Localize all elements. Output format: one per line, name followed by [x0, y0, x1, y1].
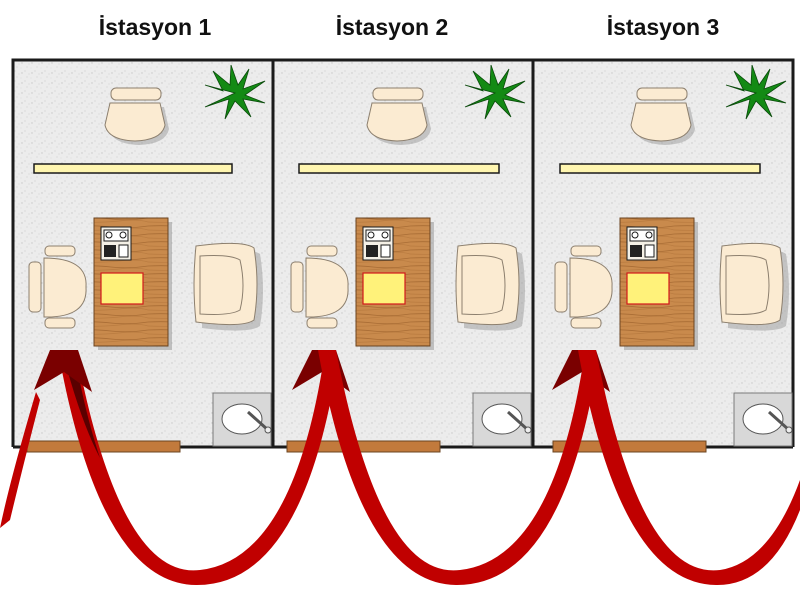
- door-station-2: [286, 440, 441, 453]
- flow-arrows: [0, 350, 800, 586]
- potted-plant-icon: [464, 64, 526, 120]
- office-chair-icon: [28, 245, 87, 329]
- station-3-title: İstasyon 3: [607, 14, 720, 40]
- potted-plant-icon: [204, 64, 266, 120]
- arrowhead-station-1: [34, 350, 92, 392]
- office-chair-icon: [104, 87, 169, 145]
- telephone-icon: [362, 226, 394, 261]
- telephone-icon: [626, 226, 658, 261]
- station-2-title: İstasyon 2: [336, 14, 449, 40]
- light-bar: [559, 163, 761, 174]
- station-1: [28, 64, 272, 447]
- sink-icon: [733, 392, 793, 447]
- office-chair-icon: [366, 87, 431, 145]
- flow-arrow-1-to-2: [58, 350, 336, 586]
- armchair-icon: [455, 242, 525, 331]
- office-chair-icon: [554, 245, 613, 329]
- telephone-icon: [100, 226, 132, 261]
- flow-arrow-in: [0, 392, 40, 528]
- station-2: [290, 64, 532, 447]
- office-chair-icon: [290, 245, 349, 329]
- paper-document: [626, 272, 670, 305]
- potted-plant-icon: [725, 64, 787, 120]
- sink-icon: [212, 392, 272, 447]
- station-3: [554, 64, 793, 447]
- light-bar: [298, 163, 500, 174]
- armchair-icon: [193, 242, 263, 331]
- station-1-title: İstasyon 1: [99, 14, 212, 40]
- armchair-icon: [719, 242, 789, 331]
- office-chair-icon: [630, 87, 695, 145]
- sink-icon: [472, 392, 532, 447]
- light-bar: [33, 163, 233, 174]
- door-station-1: [26, 440, 181, 453]
- flow-arrow-2-to-3: [318, 350, 596, 586]
- paper-document: [362, 272, 406, 305]
- door-station-3: [552, 440, 707, 453]
- flow-arrow-out: [578, 350, 800, 586]
- paper-document: [100, 272, 144, 305]
